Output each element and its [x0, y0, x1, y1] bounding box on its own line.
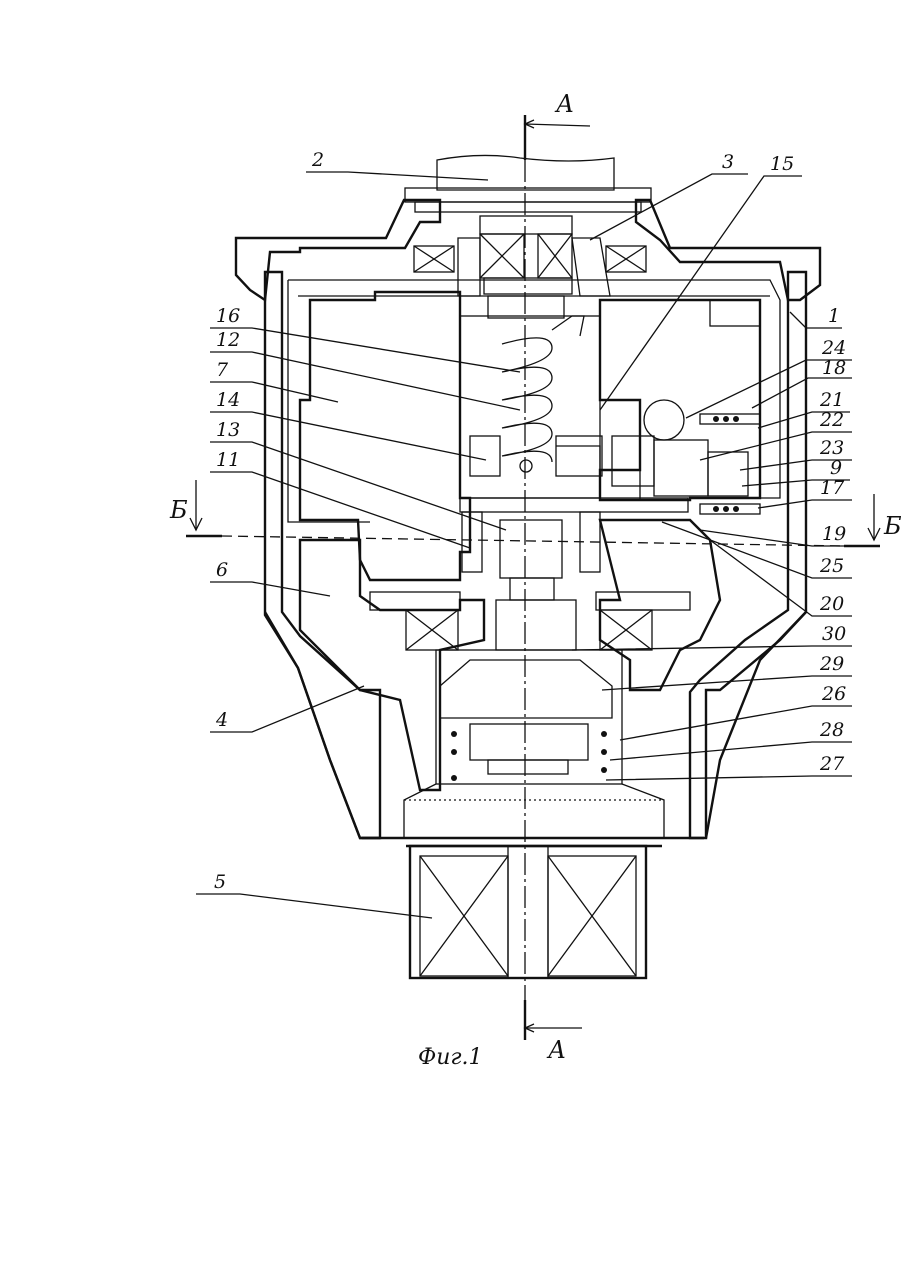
callout-23: 23: [819, 437, 844, 459]
callout-14: 14: [216, 389, 240, 411]
lower-rotor: [300, 520, 720, 790]
callout-3: 3: [722, 151, 734, 173]
lower-bearings: [406, 600, 652, 650]
bottom-motor: [410, 846, 646, 978]
callout-30: 30: [822, 623, 846, 645]
callout-9: 9: [830, 457, 842, 479]
callout-19: 19: [822, 523, 846, 545]
callout-25: 25: [819, 555, 844, 577]
callout-26: 26: [821, 683, 846, 705]
section-a-top-label: А: [554, 90, 574, 118]
callout-7: 7: [216, 359, 229, 381]
callout-1: 1: [828, 305, 840, 327]
callout-18: 18: [822, 357, 846, 379]
callout-17: 17: [820, 477, 845, 499]
section-b-right-label: Б: [883, 512, 901, 540]
callout-12: 12: [216, 329, 240, 351]
section-a-bottom-label: А: [546, 1036, 566, 1064]
figure-caption: Фиг.1: [418, 1045, 483, 1070]
callout-2: 2: [311, 149, 324, 171]
section-line-b: [186, 480, 880, 546]
callout-4: 4: [215, 709, 228, 731]
callout-21: 21: [819, 389, 844, 411]
callout-5: 5: [214, 871, 226, 893]
section-b-left-label: Б: [169, 496, 188, 524]
callout-13: 13: [216, 419, 240, 441]
callout-16: 16: [216, 305, 240, 327]
callout-20: 20: [819, 593, 844, 615]
callout-27: 27: [819, 753, 845, 775]
shaft-and-spring: [460, 296, 600, 498]
callout-6: 6: [216, 559, 228, 581]
top-drive-part: [405, 155, 651, 212]
bottom-chamber: [404, 650, 664, 838]
callout-28: 28: [819, 719, 844, 741]
callout-22: 22: [819, 409, 844, 431]
callout-29: 29: [819, 653, 844, 675]
callout-15: 15: [770, 153, 794, 175]
callout-11: 11: [216, 449, 240, 471]
callout-24: 24: [821, 337, 846, 359]
